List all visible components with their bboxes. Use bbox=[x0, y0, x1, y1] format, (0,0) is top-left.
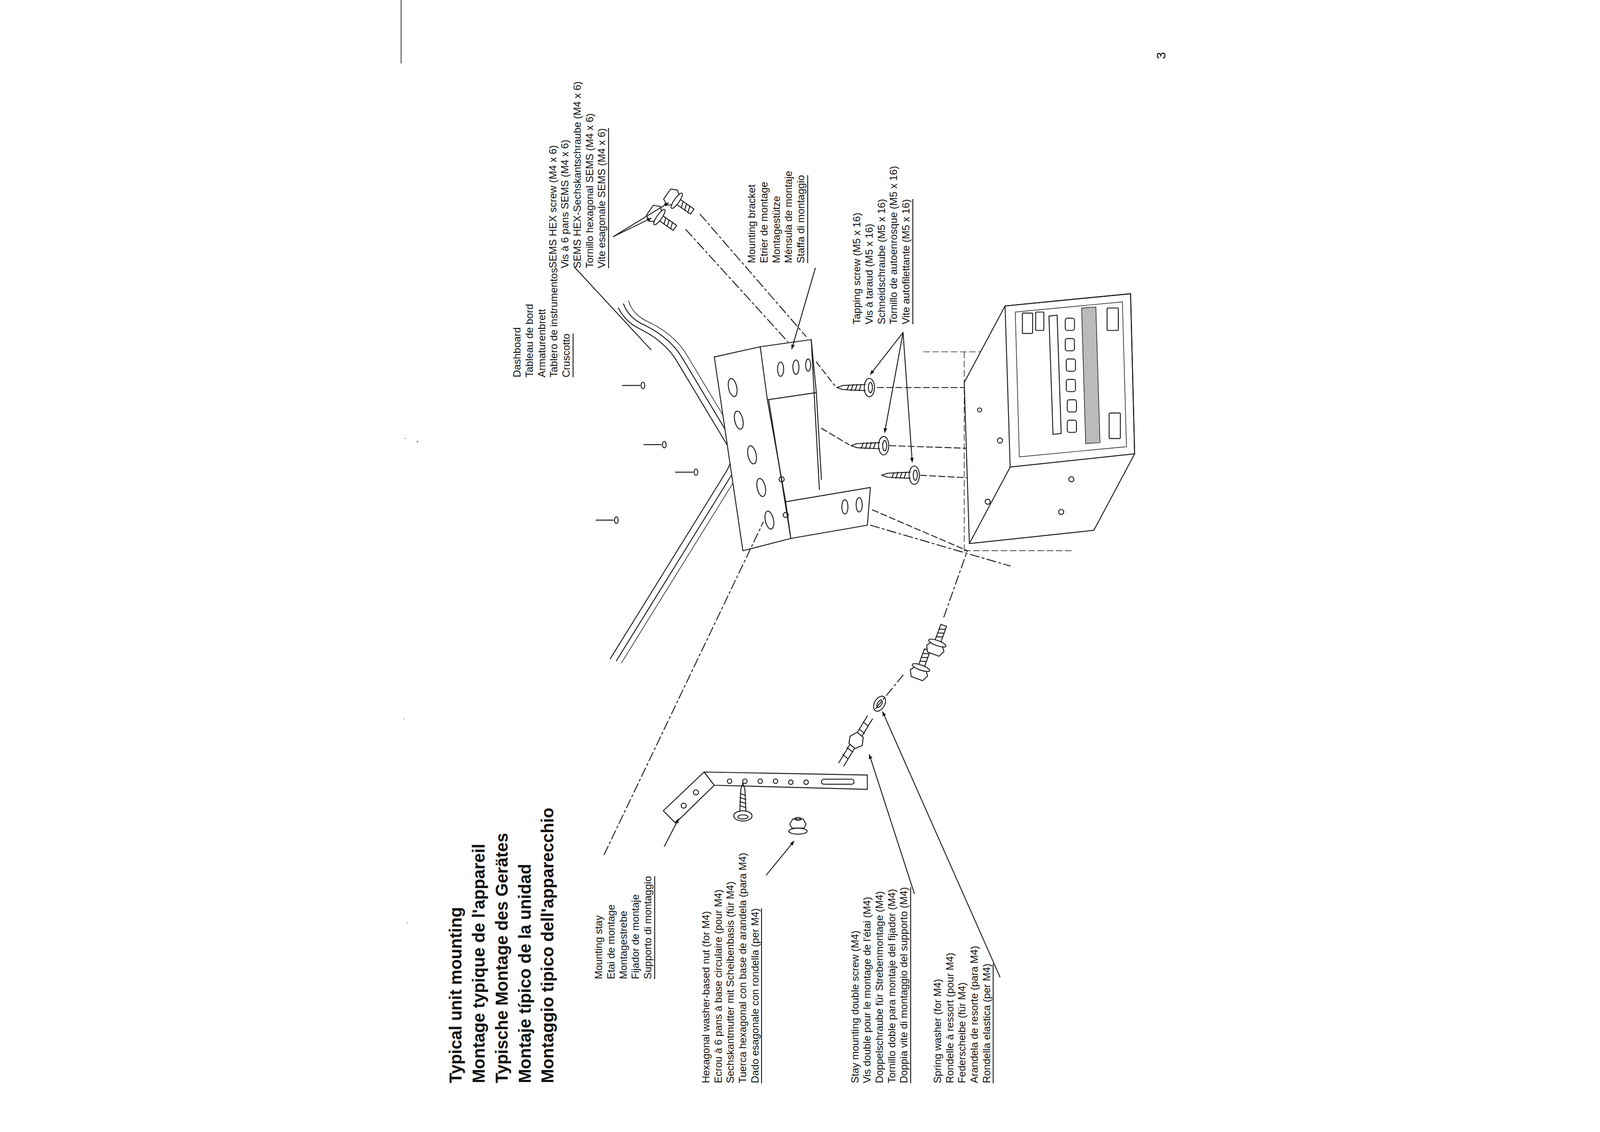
part-label: SEMS HEX screw (M4 x 6) bbox=[547, 145, 560, 269]
heading-line: Typische Montage des Gerätes bbox=[490, 833, 514, 1084]
part-label: Tuerca hexagonal con base de arandela (p… bbox=[736, 852, 750, 1084]
part-label: Vite esagonale SEMS (M4 x 6) bbox=[595, 128, 609, 269]
part-label: Vis à 6 pans SEMS (M4 x 6) bbox=[558, 139, 572, 269]
part-label: Etrier de montage bbox=[758, 181, 771, 264]
heading: Typical unit mounting bbox=[444, 907, 468, 1084]
part-label: Vite autofilettante (M5 x 16) bbox=[900, 199, 914, 325]
part-label: Mounting bracket bbox=[745, 184, 759, 264]
part-label: SEMS HEX-Sechskantschraube (M4 x 6) bbox=[571, 81, 584, 269]
heading-line: Montage typique de l'appareil bbox=[467, 844, 491, 1084]
part-label: Hexagonal washer-based nut (for M4) bbox=[700, 911, 713, 1084]
part-label: Spring washer (for M4) bbox=[931, 979, 945, 1084]
part-label: Ménsula de montaje bbox=[782, 170, 795, 264]
part-label: Montagestütze bbox=[770, 196, 783, 264]
part-label: Ecrou à 6 pans à base circulaire (pour M… bbox=[712, 889, 725, 1084]
part-label: Rondelle à ressort (pour M4) bbox=[944, 952, 957, 1084]
part-label: Dashboard bbox=[511, 327, 524, 378]
part-label: Tornillo de autoenrosque (M5 x 16) bbox=[887, 165, 900, 325]
part-label: Schneidschraube (M5 x 16) bbox=[875, 199, 889, 325]
part-label: Vis à taraud (M5 x 16) bbox=[863, 223, 876, 325]
part-label: Tornillo doble para montaje del fijador … bbox=[885, 889, 899, 1084]
part-label: Etai de montage bbox=[605, 904, 618, 980]
part-label: Mounting stay bbox=[592, 915, 606, 980]
heading-line: Montaggio tipico dell'apparecchio bbox=[536, 808, 560, 1084]
part-label: Cruscotto bbox=[560, 333, 574, 378]
part-label: Tornillo hexagonal SEMS (M4 x 6) bbox=[583, 113, 597, 269]
part-label: Montagestrebe bbox=[617, 911, 630, 980]
heading-line: Montaje típico de la unidad bbox=[513, 864, 537, 1084]
part-label: Tablero de instrumentos bbox=[547, 267, 561, 378]
part-label: Tapping screw (M5 x 16) bbox=[850, 212, 864, 325]
part-label: Dado esagonale con rondella (per M4) bbox=[749, 908, 763, 1084]
part-label: Arandela de resorte (para M4) bbox=[968, 946, 981, 1084]
part-label: Federscheibe (für M4) bbox=[955, 982, 969, 1084]
part-label: Stay mounting double screw (M4) bbox=[849, 930, 862, 1084]
part-label: Doppia vite di montaggio del supporto (M… bbox=[897, 887, 912, 1084]
part-label: Rondella elastica (per M4) bbox=[980, 964, 995, 1084]
part-label: Fijador de montaje bbox=[629, 894, 642, 980]
part-label: Tableau de bord bbox=[523, 303, 536, 378]
part-label: Supporto di montaggio bbox=[641, 876, 656, 980]
part-label: Staffa di montaggio bbox=[794, 175, 809, 264]
part-label: Armaturenbrett bbox=[535, 308, 549, 378]
part-label: Sechskantmutter mit Scheibenbasis (für M… bbox=[724, 882, 737, 1084]
part-label: Doppelschraube für Strebenmontage (M4) bbox=[873, 891, 886, 1084]
page-number: 3 bbox=[1153, 52, 1169, 60]
part-label: Vis double pour le montage de l'étai (M4… bbox=[861, 897, 874, 1084]
